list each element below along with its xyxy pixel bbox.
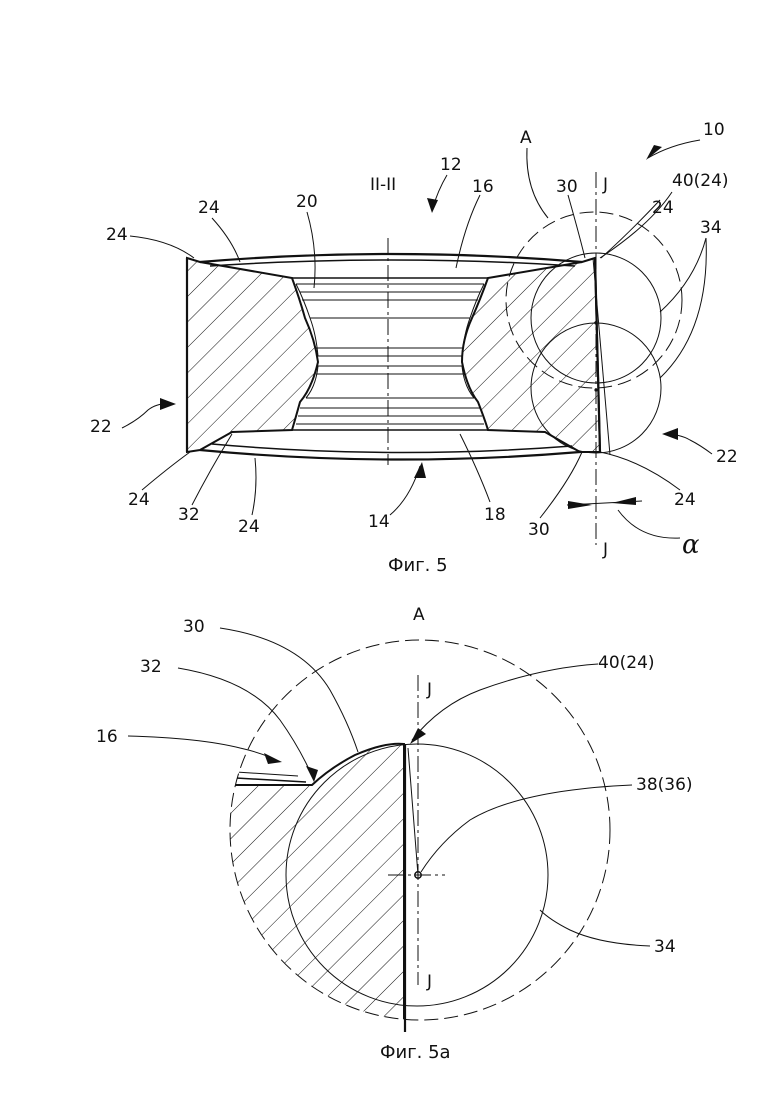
fig5-point-upper — [594, 321, 597, 324]
fig5-top-outer-rim — [200, 254, 582, 262]
fig5-label-18: 18 — [484, 505, 506, 525]
fig5-bottom-outer-rim — [200, 450, 580, 460]
fig5-section-label: II-II — [370, 175, 396, 195]
fig5-label-30-bottom: 30 — [528, 520, 550, 540]
fig5a-label-30: 30 — [183, 617, 205, 637]
fig5-label-24-left: 24 — [106, 225, 128, 245]
fig5-label-20: 20 — [296, 192, 318, 212]
fig5a-tilt-line — [408, 748, 418, 875]
fig5-label-32: 32 — [178, 505, 200, 525]
fig5-label-24-top-right: 24 — [652, 198, 674, 218]
fig5-top-inner-rim — [210, 260, 575, 266]
fig5-label-24-bottom-left: 24 — [128, 490, 150, 510]
fig5-label-40-24: 40(24) — [672, 171, 729, 191]
fig5-label-16: 16 — [472, 177, 494, 197]
fig5a-label-32: 32 — [140, 657, 162, 677]
fig5-label-30-top: 30 — [556, 177, 578, 197]
fig5-label-j-top: J — [602, 175, 608, 195]
fig5a-label-a: A — [413, 605, 425, 625]
fig5-label-10: 10 — [703, 120, 725, 140]
fig5-label-22-left: 22 — [90, 417, 112, 437]
fig5-section-view: 10 A 12 II-II 16 20 24 24 30 J 40(24) 24… — [90, 120, 738, 576]
fig5-point-lower — [594, 388, 597, 391]
fig5-label-24-top-left: 24 — [198, 198, 220, 218]
fig5-label-alpha: α — [682, 530, 700, 560]
fig5-label-12: 12 — [440, 155, 462, 175]
fig5-bottom-inner-rim — [212, 444, 572, 453]
fig5a-label-j-top: J — [426, 680, 432, 700]
fig5a-caption: Фиг. 5а — [380, 1042, 451, 1063]
fig5a-label-38-36: 38(36) — [636, 775, 693, 795]
fig5-left-hatched-body — [187, 258, 318, 452]
fig5-label-j-bottom: J — [602, 540, 608, 560]
fig5-label-a: A — [520, 128, 532, 148]
fig5-caption: Фиг. 5 — [388, 555, 448, 576]
fig5a-label-34: 34 — [654, 937, 676, 957]
fig5a-hatched-section — [200, 744, 404, 1040]
fig5-label-24-bottom: 24 — [238, 517, 260, 537]
fig5-label-22-right: 22 — [716, 447, 738, 467]
fig5a-label-16: 16 — [96, 727, 118, 747]
fig5-label-14: 14 — [368, 512, 390, 532]
fig5-label-34: 34 — [700, 218, 722, 238]
fig5-bore-profile — [296, 284, 484, 416]
fig5a-detail-view: A 30 32 16 40(24) J 38(36) 34 J Фиг. 5а — [96, 605, 693, 1063]
fig5a-label-j-bottom: J — [426, 972, 432, 992]
fig5a-label-40-24: 40(24) — [598, 653, 655, 673]
fig5-label-24-bottom-right: 24 — [674, 490, 696, 510]
fig5a-surface-16 — [236, 778, 306, 782]
